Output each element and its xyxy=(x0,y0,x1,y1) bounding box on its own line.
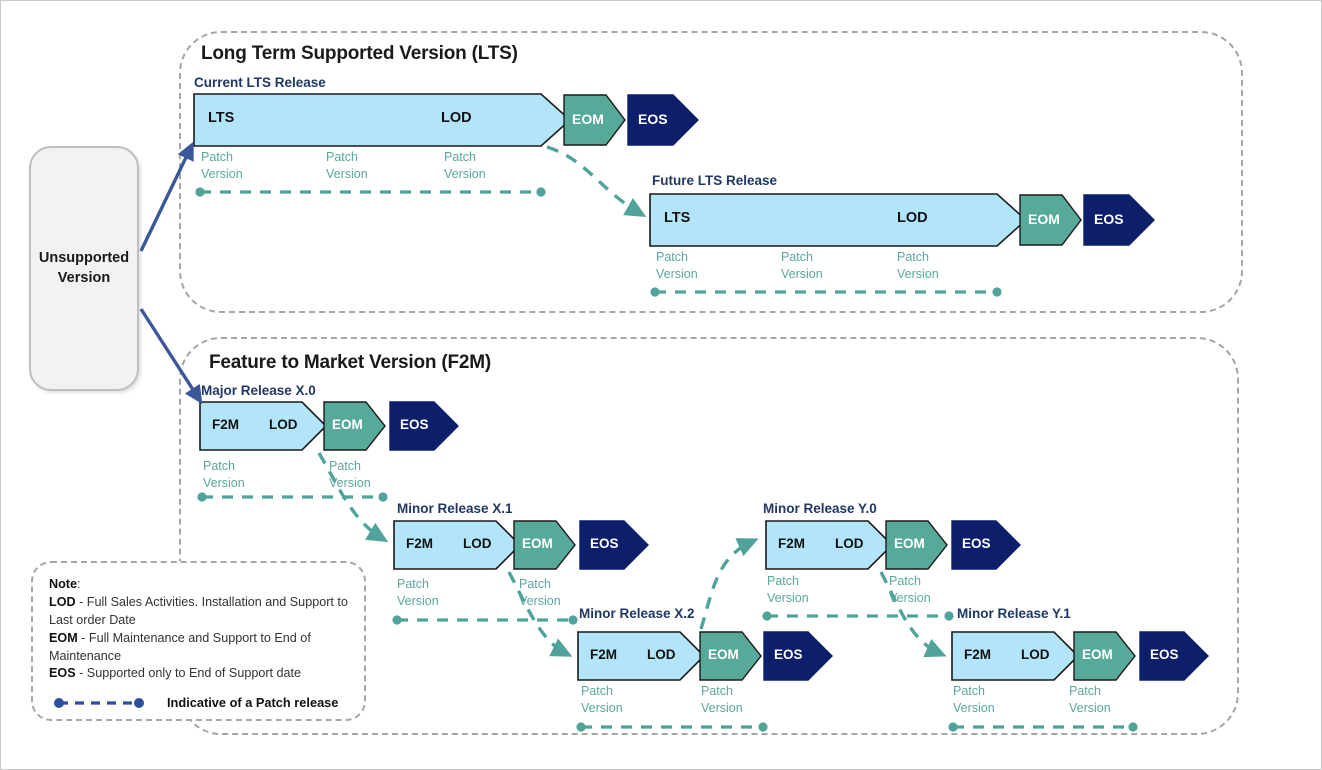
release-title-minor-x2: Minor Release X.2 xyxy=(579,606,695,621)
group-title-lts: Long Term Supported Version (LTS) xyxy=(201,43,518,64)
patch-line1: Patch xyxy=(889,574,921,588)
banner-minor-x1: F2M LOD xyxy=(393,520,521,570)
note-desc-eos: - Supported only to End of Support date xyxy=(75,666,302,681)
note-desc-lod: - Full Sales Activities. Installation an… xyxy=(49,594,348,627)
patch-line2: Version xyxy=(581,700,623,715)
patch-version-label: Patch Version xyxy=(444,149,486,183)
patch-line2: Version xyxy=(953,700,995,715)
note-item-lod: LOD - Full Sales Activities. Installatio… xyxy=(49,594,348,630)
patch-line1: Patch xyxy=(781,250,813,264)
release-title-major-x0: Major Release X.0 xyxy=(201,383,316,398)
release-title-minor-x1: Minor Release X.1 xyxy=(397,501,513,516)
note-term-lod: LOD xyxy=(49,594,76,609)
patch-release-legend-icon xyxy=(54,697,144,708)
banner-minor-x2: F2M LOD xyxy=(577,631,705,681)
patch-line1: Patch xyxy=(329,459,361,473)
patch-line2: Version xyxy=(889,590,931,605)
patch-line1: Patch xyxy=(326,150,358,164)
chevron-eos-major-x0: EOS xyxy=(389,401,459,451)
patch-line2: Version xyxy=(1069,700,1111,715)
chevron-eos-minor-y0: EOS xyxy=(951,520,1021,570)
patch-line1: Patch xyxy=(953,684,985,698)
patch-line2: Version xyxy=(656,266,698,281)
patch-line1: Patch xyxy=(897,250,929,264)
patch-line2: Version xyxy=(201,166,243,181)
patch-line2: Version xyxy=(897,266,939,281)
chevron-eos-minor-x1: EOS xyxy=(579,520,649,570)
release-title-future-lts: Future LTS Release xyxy=(652,173,778,188)
chevron-eom-current-lts: EOM xyxy=(563,94,626,146)
patch-version-label: Patch Version xyxy=(326,149,368,183)
patch-line1: Patch xyxy=(656,250,688,264)
note-item-eos: EOS - Supported only to End of Support d… xyxy=(49,665,348,683)
note-desc-eom: - Full Maintenance and Support to End of… xyxy=(49,630,311,663)
patch-line1: Patch xyxy=(581,684,613,698)
chevron-eom-major-x0: EOM xyxy=(323,401,386,451)
release-title-minor-y0: Minor Release Y.0 xyxy=(763,501,877,516)
patch-version-label: Patch Version xyxy=(581,683,623,717)
note-term-eos: EOS xyxy=(49,666,76,681)
patch-version-label: Patch Version xyxy=(1069,683,1111,717)
patch-version-label: Patch Version xyxy=(397,576,439,610)
banner-future-lts: LTS LOD xyxy=(649,193,1027,247)
patch-line2: Version xyxy=(701,700,743,715)
patch-line2: Version xyxy=(781,266,823,281)
patch-line1: Patch xyxy=(397,577,429,591)
patch-version-label: Patch Version xyxy=(767,573,809,607)
release-title-current-lts: Current LTS Release xyxy=(194,75,326,90)
patch-line1: Patch xyxy=(767,574,799,588)
banner-current-lts: LTS LOD xyxy=(193,93,571,147)
patch-version-label: Patch Version xyxy=(329,458,371,492)
banner-major-x0: F2M LOD xyxy=(199,401,327,451)
patch-line1: Patch xyxy=(203,459,235,473)
patch-line2: Version xyxy=(329,475,371,490)
patch-line1: Patch xyxy=(519,577,551,591)
patch-version-label: Patch Version xyxy=(203,458,245,492)
patch-line2: Version xyxy=(519,593,561,608)
chevron-eom-minor-y1: EOM xyxy=(1073,631,1136,681)
patch-line1: Patch xyxy=(444,150,476,164)
release-title-minor-y1: Minor Release Y.1 xyxy=(957,606,1071,621)
patch-version-label: Patch Version xyxy=(897,249,939,283)
group-title-f2m: Feature to Market Version (F2M) xyxy=(209,352,492,373)
unsupported-version-box: Unsupported Version xyxy=(29,146,139,391)
group-container-f2m xyxy=(179,337,1239,735)
banner-minor-y1: F2M LOD xyxy=(951,631,1079,681)
patch-version-label: Patch Version xyxy=(953,683,995,717)
note-term-eom: EOM xyxy=(49,630,78,645)
chevron-eom-minor-y0: EOM xyxy=(885,520,948,570)
note-heading: Note xyxy=(49,577,77,591)
patch-line2: Version xyxy=(203,475,245,490)
legend-row: Indicative of a Patch release xyxy=(49,695,348,710)
chevron-eos-current-lts: EOS xyxy=(627,94,699,146)
patch-version-label: Patch Version xyxy=(781,249,823,283)
chevron-eom-minor-x2: EOM xyxy=(699,631,762,681)
chevron-eom-future-lts: EOM xyxy=(1019,194,1082,246)
note-heading-colon: : xyxy=(77,577,81,591)
unsupported-version-label-line2: Version xyxy=(57,269,111,286)
patch-version-label: Patch Version xyxy=(519,576,561,610)
chevron-eos-minor-x2: EOS xyxy=(763,631,833,681)
patch-version-label: Patch Version xyxy=(889,573,931,607)
patch-version-label: Patch Version xyxy=(701,683,743,717)
patch-line2: Version xyxy=(326,166,368,181)
unsupported-version-label-line1: Unsupported xyxy=(38,249,130,266)
patch-line1: Patch xyxy=(701,684,733,698)
chevron-eos-minor-y1: EOS xyxy=(1139,631,1209,681)
note-body: Note: LOD - Full Sales Activities. Insta… xyxy=(49,576,348,683)
chevron-eom-minor-x1: EOM xyxy=(513,520,576,570)
chevron-eos-future-lts: EOS xyxy=(1083,194,1155,246)
legend-caption: Indicative of a Patch release xyxy=(167,695,339,711)
patch-line2: Version xyxy=(767,590,809,605)
patch-line2: Version xyxy=(397,593,439,608)
note-legend-box: Note: LOD - Full Sales Activities. Insta… xyxy=(31,561,366,721)
note-heading-row: Note: xyxy=(49,576,348,594)
patch-version-label: Patch Version xyxy=(656,249,698,283)
patch-line1: Patch xyxy=(201,150,233,164)
banner-minor-y0: F2M LOD xyxy=(765,520,893,570)
patch-line1: Patch xyxy=(1069,684,1101,698)
patch-line2: Version xyxy=(444,166,486,181)
note-item-eom: EOM - Full Maintenance and Support to En… xyxy=(49,630,348,666)
patch-version-label: Patch Version xyxy=(201,149,243,183)
